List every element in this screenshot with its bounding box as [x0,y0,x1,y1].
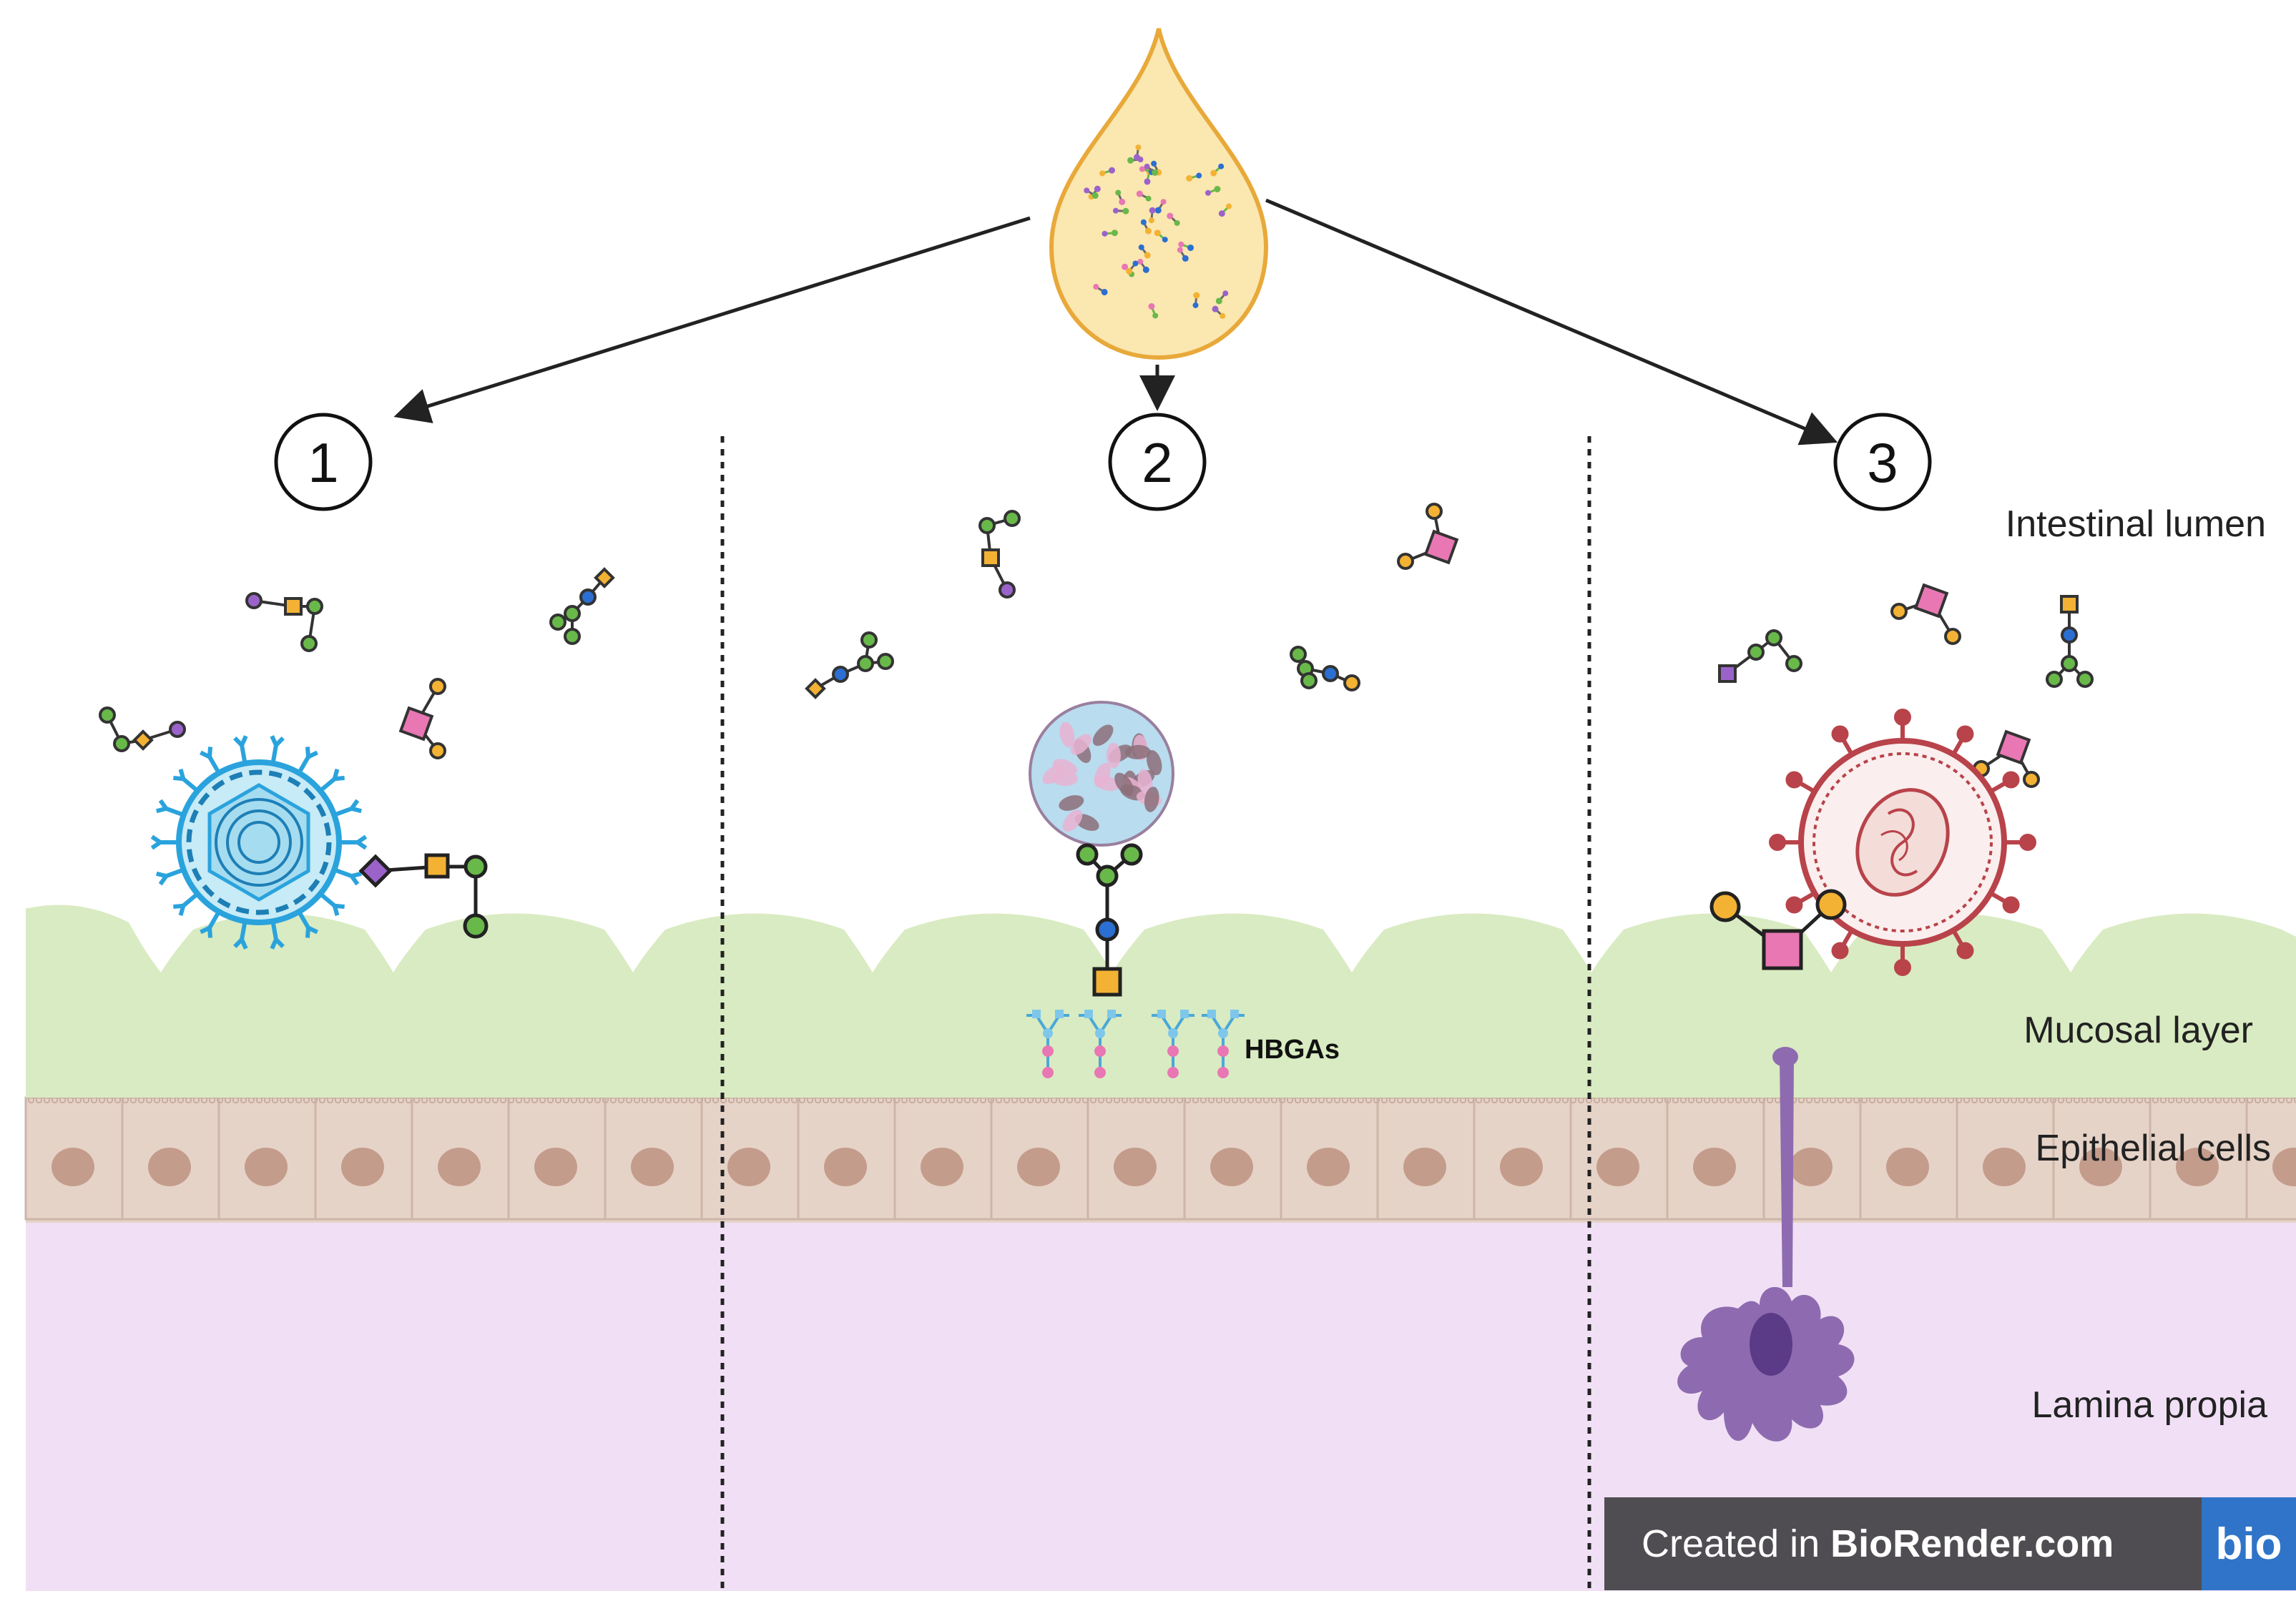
label-mucosal-layer: Mucosal layer [2023,1010,2253,1051]
epithelial-cell [1280,1096,1379,1221]
epithelial-cell [1956,1096,2055,1221]
hbgas-label: HBGAs [1245,1035,1340,1065]
oligosaccharide [1290,646,1360,691]
epithelial-cell [507,1096,607,1221]
badge-text: Created in BioRender.com [1642,1522,2114,1565]
oligosaccharide [978,510,1021,598]
bound-oligosaccharide-2 [1076,843,1143,997]
coronavirus-icon [1769,709,2036,976]
epithelial-cell [700,1096,800,1221]
epithelial-cell [1569,1096,1669,1221]
epithelial-cell [990,1096,1089,1221]
epithelial-cell [1473,1096,1572,1221]
oligosaccharide [99,706,186,752]
epithelial-cell [24,1096,124,1221]
panel-number-3: 3 [1833,413,1932,511]
bound-oligosaccharide-1 [358,853,489,939]
hbga-molecule [1079,1010,1122,1078]
oligosaccharide [1973,729,2040,788]
oligosaccharide [2046,595,2094,688]
panel-number-2: 2 [1108,413,1207,511]
epithelial-cell [314,1096,413,1221]
epithelial-cell [2245,1096,2296,1221]
mucosal-layer [26,905,2296,1098]
svg-text:3: 3 [1867,431,1898,494]
epithelial-cell [893,1096,993,1221]
panel-number-1: 1 [274,413,373,511]
oligosaccharide [398,678,446,759]
dendritic-cell-icon [1677,1047,1855,1442]
epithelial-cell [217,1096,317,1221]
arrow-to-panel-1 [393,216,1031,423]
epithelial-cell [411,1096,510,1221]
milk-droplet-icon [1049,28,1269,360]
enveloped-virus-icon [150,735,368,950]
epithelial-cell [121,1096,220,1221]
epithelial-cell [1376,1096,1476,1221]
epithelial-cell [1086,1096,1186,1221]
epithelial-cell [604,1096,703,1221]
label-intestinal-lumen: Intestinal lumen [2006,503,2266,545]
bound-oligosaccharide-3 [1709,889,1847,970]
hbga-receptors [1026,1010,1245,1078]
arrow-to-panel-3 [1265,198,1838,445]
epithelial-cell [1666,1096,1765,1221]
epithelial-cell-layer [24,1096,2296,1223]
oligosaccharide [1718,629,1802,683]
svg-text:1: 1 [308,431,338,494]
epithelial-cell [1183,1096,1282,1221]
epithelial-cell [1762,1096,1862,1221]
oligosaccharide [1890,583,1961,645]
epithelial-cell [797,1096,896,1221]
oligosaccharide [549,567,615,645]
oligosaccharide [1397,503,1459,570]
label-epithelial-cells: Epithelial cells [2036,1128,2272,1169]
norovirus-capsid-icon [1029,701,1174,847]
oligosaccharide [805,631,894,699]
oligosaccharide [245,592,323,652]
biorender-logo-icon: bio [2202,1497,2296,1590]
epithelial-cell [1859,1096,1958,1221]
label-lamina-propria: Lamina propia [2031,1384,2267,1426]
epithelial-cell [2149,1096,2248,1221]
svg-text:2: 2 [1142,431,1172,494]
hbga-molecule [1202,1010,1245,1078]
biorender-badge[interactable]: Created in BioRender.com bio [1604,1497,2296,1590]
epithelial-cell [2052,1096,2152,1221]
hbga-molecule [1152,1010,1194,1078]
hbga-molecule [1026,1010,1069,1078]
